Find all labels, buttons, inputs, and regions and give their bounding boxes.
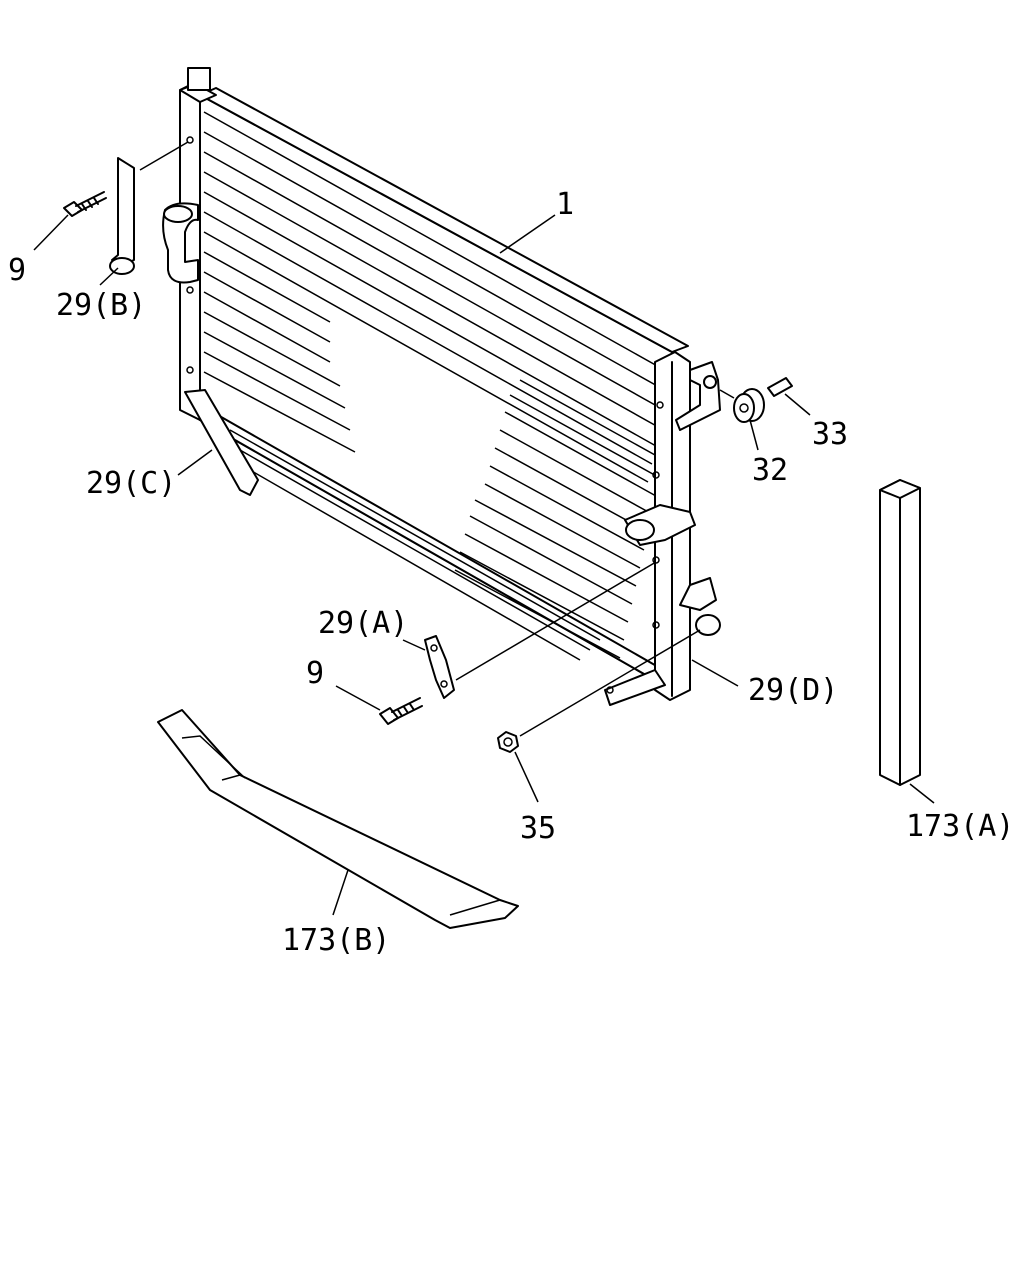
bracket-29d: [604, 669, 666, 706]
bracket-29c: [184, 389, 259, 496]
callout-labels: 1 9 29(B) 29(C) 29(A) 9 29(D) 32 33 35 1…: [8, 187, 1014, 958]
label-part-9-top: 9: [8, 253, 26, 288]
label-part-173b: 173(B): [282, 923, 390, 958]
nut-35: [497, 629, 701, 753]
seal-173b: [157, 709, 519, 929]
label-part-29c: 29(C): [86, 466, 176, 501]
bolt-9-bottom: [379, 697, 423, 725]
label-part-33: 33: [812, 417, 848, 452]
left-top-tab: [187, 67, 211, 91]
bolt-9-top: [63, 191, 107, 217]
left-inlet-pipe: [162, 202, 199, 284]
condenser-body: [199, 94, 673, 691]
label-part-173a: 173(A): [906, 809, 1014, 844]
bracket-29b: [109, 141, 189, 275]
right-lower-bracket: [679, 577, 717, 611]
label-part-29b: 29(B): [56, 288, 146, 323]
fin-lines: [203, 111, 669, 661]
condenser-core: [162, 67, 721, 706]
bushing-32: [719, 388, 765, 423]
leader-lines: [33, 214, 935, 916]
pin-33: [767, 377, 793, 397]
label-part-9-bottom: 9: [306, 656, 324, 691]
lower-bushing: [695, 614, 721, 636]
label-part-32: 32: [752, 453, 788, 488]
label-part-29a: 29(A): [318, 606, 408, 641]
bracket-29a: [424, 561, 657, 699]
seal-173a: [879, 479, 921, 786]
label-part-29d: 29(D): [748, 673, 838, 708]
label-part-1: 1: [556, 187, 574, 222]
label-part-35: 35: [520, 811, 556, 846]
